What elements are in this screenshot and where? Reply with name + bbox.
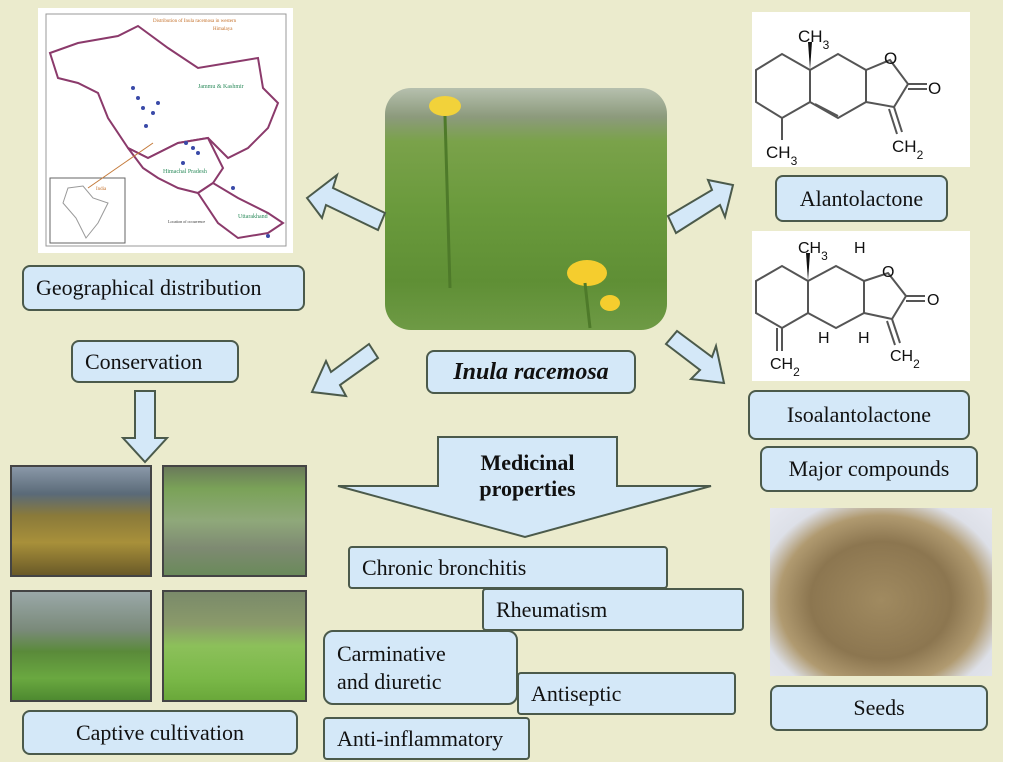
h-label: H bbox=[854, 240, 866, 257]
o-label: O bbox=[884, 49, 897, 68]
captive-cultivation-label: Captive cultivation bbox=[22, 710, 298, 755]
distribution-map: Distribution of Inula racemosa in wester… bbox=[38, 8, 293, 253]
flower-icon bbox=[567, 260, 607, 286]
isoalantolactone-label: Isoalantolactone bbox=[748, 390, 970, 440]
ch3-label: CH3 bbox=[798, 27, 830, 52]
isoalantolactone-molecule: CH3 H O O H H CH2 CH2 bbox=[755, 240, 939, 379]
map-drawing: Distribution of Inula racemosa in wester… bbox=[45, 13, 287, 247]
alantolactone-structure: CH3 O O CH3 CH2 bbox=[752, 12, 970, 168]
cultivation-photo-4 bbox=[162, 590, 307, 702]
inset-label: India bbox=[96, 187, 107, 192]
medicinal-title-line1: Medicinal bbox=[480, 450, 575, 475]
arrows-layer bbox=[120, 172, 735, 539]
medicinal-title-line2: properties bbox=[479, 476, 576, 501]
region-label: Himachal Pradesh bbox=[163, 169, 207, 175]
region-label: Jammu & Kashmir bbox=[198, 84, 244, 90]
arrow-to-conservation bbox=[310, 342, 380, 398]
property-line: Carminative bbox=[337, 640, 446, 666]
property-rheumatism: Rheumatism bbox=[482, 588, 744, 631]
isoalantolactone-structure: CH3 H O O H H CH2 CH2 bbox=[752, 231, 970, 381]
seeds-photo bbox=[770, 508, 992, 676]
uttarakhand-outline bbox=[196, 181, 285, 240]
arrow-to-geography bbox=[305, 172, 387, 232]
diagram-canvas: Distribution of Inula racemosa in wester… bbox=[0, 0, 1003, 762]
property-carminative-diuretic: Carminative and diuretic bbox=[323, 630, 518, 705]
property-anti-inflammatory: Anti-inflammatory bbox=[323, 717, 530, 760]
arrow-to-compounds bbox=[666, 178, 735, 235]
map-title: Distribution of Inula racemosa in wester… bbox=[153, 19, 237, 24]
ch2-label: CH2 bbox=[892, 137, 924, 162]
plant-illustration bbox=[429, 96, 620, 329]
h-label: H bbox=[818, 330, 830, 347]
ch3-label: CH3 bbox=[798, 240, 828, 263]
conservation-label: Conservation bbox=[71, 340, 239, 383]
ch3-label: CH3 bbox=[766, 143, 798, 168]
medicinal-properties-arrow bbox=[337, 436, 712, 539]
flower-icon bbox=[600, 295, 620, 311]
major-compounds-label: Major compounds bbox=[760, 446, 978, 492]
map-legend: Location of occurrence bbox=[168, 219, 205, 224]
arrow-to-isoalantolactone bbox=[664, 329, 726, 385]
property-line: and diuretic bbox=[337, 668, 442, 694]
geographical-distribution-label: Geographical distribution bbox=[22, 265, 305, 311]
map-subtitle: Himalaya bbox=[213, 27, 233, 32]
alantolactone-label: Alantolactone bbox=[775, 175, 948, 222]
occurrence-points bbox=[131, 86, 270, 238]
inula-racemosa-label: Inula racemosa bbox=[426, 350, 636, 394]
h-label: H bbox=[858, 330, 870, 347]
property-antiseptic: Antiseptic bbox=[517, 672, 736, 715]
o-label: O bbox=[927, 292, 939, 309]
cultivation-photo-2 bbox=[162, 465, 307, 577]
o-label: O bbox=[882, 264, 894, 281]
medicinal-properties-title: Medicinal properties bbox=[440, 450, 615, 502]
india-inset bbox=[49, 177, 126, 244]
cultivation-photo-3 bbox=[10, 590, 152, 702]
o-label: O bbox=[928, 79, 941, 98]
jammu-kashmir-outline bbox=[48, 24, 280, 160]
region-label: Uttarakhand bbox=[238, 214, 268, 220]
arrow-to-cultivation bbox=[120, 390, 170, 464]
inula-plant-photo bbox=[385, 88, 667, 330]
seeds-label: Seeds bbox=[770, 685, 988, 731]
flower-icon bbox=[429, 96, 461, 116]
cultivation-photo-1 bbox=[10, 465, 152, 577]
ch2-label: CH2 bbox=[770, 356, 800, 379]
alantolactone-molecule: CH3 O O CH3 CH2 bbox=[755, 27, 941, 168]
property-chronic-bronchitis: Chronic bronchitis bbox=[348, 546, 668, 589]
ch2-label: CH2 bbox=[890, 348, 920, 371]
